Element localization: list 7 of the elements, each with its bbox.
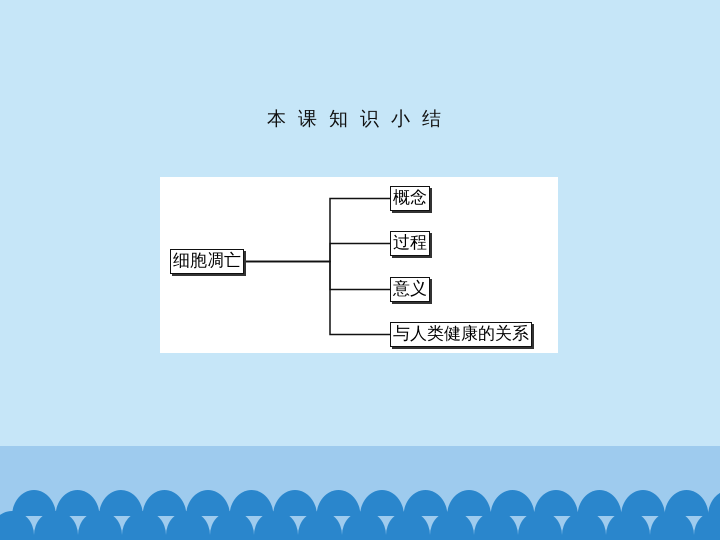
subtopic-box: 与人类健康的关系 [390,322,532,347]
slide-title: 本课知识小结 [266,107,454,132]
subtopic-box: 概念 [390,186,430,211]
subtopic-box: 过程 [390,231,430,256]
root-topic-box: 细胞凋亡 [170,249,244,274]
subtopic-box: 意义 [390,277,430,302]
connector-line [244,260,390,336]
